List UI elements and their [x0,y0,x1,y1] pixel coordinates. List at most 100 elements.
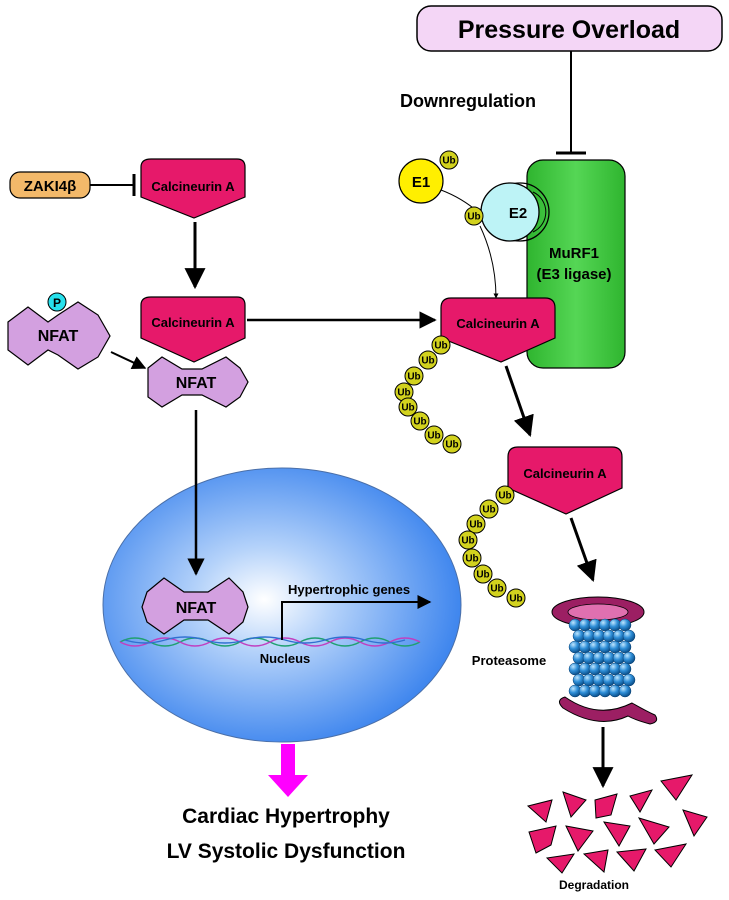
ubiquitin-label: Ub [467,212,480,223]
nucleus: Nucleus Hypertrophic genes [102,467,462,743]
ubiquitin-ub-chain-2: Ub [506,588,526,608]
ubiquitin-label: Ub [490,584,503,595]
ubiquitin-ub-chain-1: Ub [404,366,424,386]
murf1-title: MuRF1 [549,245,599,262]
degraded-fragment [654,843,688,868]
downregulation-label: Downregulation [400,91,536,111]
ubiquitin-ub-chain-2: Ub [487,578,507,598]
outcome-arrow [268,744,308,797]
murf1-subtitle: (E3 ligase) [536,266,611,283]
zaki4b-label: ZAKI4β [24,178,77,195]
degraded-fragment [637,817,670,845]
phosphate-label: P [53,296,61,310]
calcineurin-a-bound-label: Calcineurin A [456,316,540,331]
dephosphorylation-arrow [110,351,147,369]
to-degradation-arrow-1 [504,365,534,437]
degradation-label: Degradation [559,878,629,892]
nfat-active: NFAT [147,356,249,408]
nfat-nuclear: NFAT [141,577,249,635]
ubiquitin-ub-chain-2: Ub [495,485,515,505]
ubiquitin-label: Ub [482,505,495,516]
dna-strand [119,636,421,647]
ubiquitin-label: Ub [461,536,474,547]
outcome-1: Cardiac Hypertrophy [182,805,390,828]
outcome-2: LV Systolic Dysfunction [167,840,406,863]
degraded-fragment [602,821,631,847]
degraded-fragment [582,849,609,873]
ubiquitin-label: Ub [427,431,440,442]
proteasome-subunit [618,640,632,654]
ubiquitin-label: Ub [397,388,410,399]
e1-enzyme: E1 [398,158,444,204]
ubiquitin-label: Ub [442,156,455,167]
pressure-overload-box: Pressure Overload [416,5,723,52]
ubiquitin-ub-chain-2: Ub [466,514,486,534]
e2-label: E2 [509,205,527,222]
to-proteasome-arrow [569,517,597,582]
ubiquitin-ub-on-e1: Ub [439,150,459,170]
degraded-fragment [615,848,647,872]
degraded-fragment [565,825,594,852]
ubiquitin-ub-chain-1: Ub [431,335,451,355]
ubiquitin-label: Ub [434,341,447,352]
degraded-fragment [562,791,587,818]
degraded-fragment [594,793,618,819]
proteasome-core [568,618,636,698]
calcineurin-a-tagged: Calcineurin A [507,446,623,515]
degraded-fragment [682,809,708,838]
calcineurin-a-active: Calcineurin A [140,296,246,363]
ubiquitin-label: Ub [445,440,458,451]
degraded-fragments [526,774,708,874]
ub-transfer-arrow [479,225,499,299]
degraded-fragment [629,789,654,813]
proteasome [551,596,658,725]
proteasome-subunit [618,618,632,632]
zaki4b-inhibitor: ZAKI4β [9,171,91,199]
proteasome-subunit [618,684,632,698]
nfat-phosphorylated: NFAT [7,301,111,370]
ubiquitin-ub-chain-1: Ub [418,350,438,370]
ubiquitin-label: Ub [465,554,478,565]
nfat-phosphorylated-label: NFAT [38,328,79,345]
proteasome-subunit [622,651,636,665]
calcineurin-a-tagged-label: Calcineurin A [523,466,607,481]
degraded-fragment [528,825,557,854]
proteasome-subunit [618,662,632,676]
calcineurin-a-top: Calcineurin A [140,158,246,219]
calcineurin-a-bound: Calcineurin A [440,297,556,363]
calcineurin-a-top-label: Calcineurin A [151,179,235,194]
ubiquitin-ub-on-e2: Ub [464,206,484,226]
ubiquitin-label: Ub [413,417,426,428]
phosphate-group: P [47,292,67,312]
ubiquitin-ub-chain-1: Ub [442,434,462,454]
ubiquitin-label: Ub [401,403,414,414]
pressure-overload-label: Pressure Overload [458,16,680,44]
ubiquitin-label: Ub [469,520,482,531]
degraded-fragment [660,774,694,801]
ubiquitin-label: Ub [509,594,522,605]
ubiquitin-ub-chain-2: Ub [458,530,478,550]
ubiquitin-ub-chain-1: Ub [398,397,418,417]
gene-expression-arrow [281,595,432,640]
hypertrophic-genes-label: Hypertrophic genes [288,582,410,597]
proteasome-subunit [622,629,636,643]
degraded-fragment [526,799,553,823]
proteasome-label: Proteasome [472,653,546,668]
calcineurin-a-active-label: Calcineurin A [151,315,235,330]
nfat-active-label: NFAT [176,375,217,392]
ubiquitin-ub-chain-1: Ub [394,382,414,402]
ubiquitin-label: Ub [476,570,489,581]
e1-label: E1 [412,174,430,191]
ubiquitin-ub-chain-2: Ub [479,499,499,519]
proteasome-subunit [622,673,636,687]
ubiquitin-ub-chain-1: Ub [410,411,430,431]
ubiquitin-label: Ub [407,372,420,383]
ubiquitin-label: Ub [421,356,434,367]
ubiquitin-ub-chain-2: Ub [462,548,482,568]
ubiquitin-ub-chain-2: Ub [473,564,493,584]
nucleus-label: Nucleus [260,651,311,666]
ubiquitin-ub-chain-1: Ub [424,425,444,445]
nfat-nuclear-label: NFAT [176,600,217,617]
